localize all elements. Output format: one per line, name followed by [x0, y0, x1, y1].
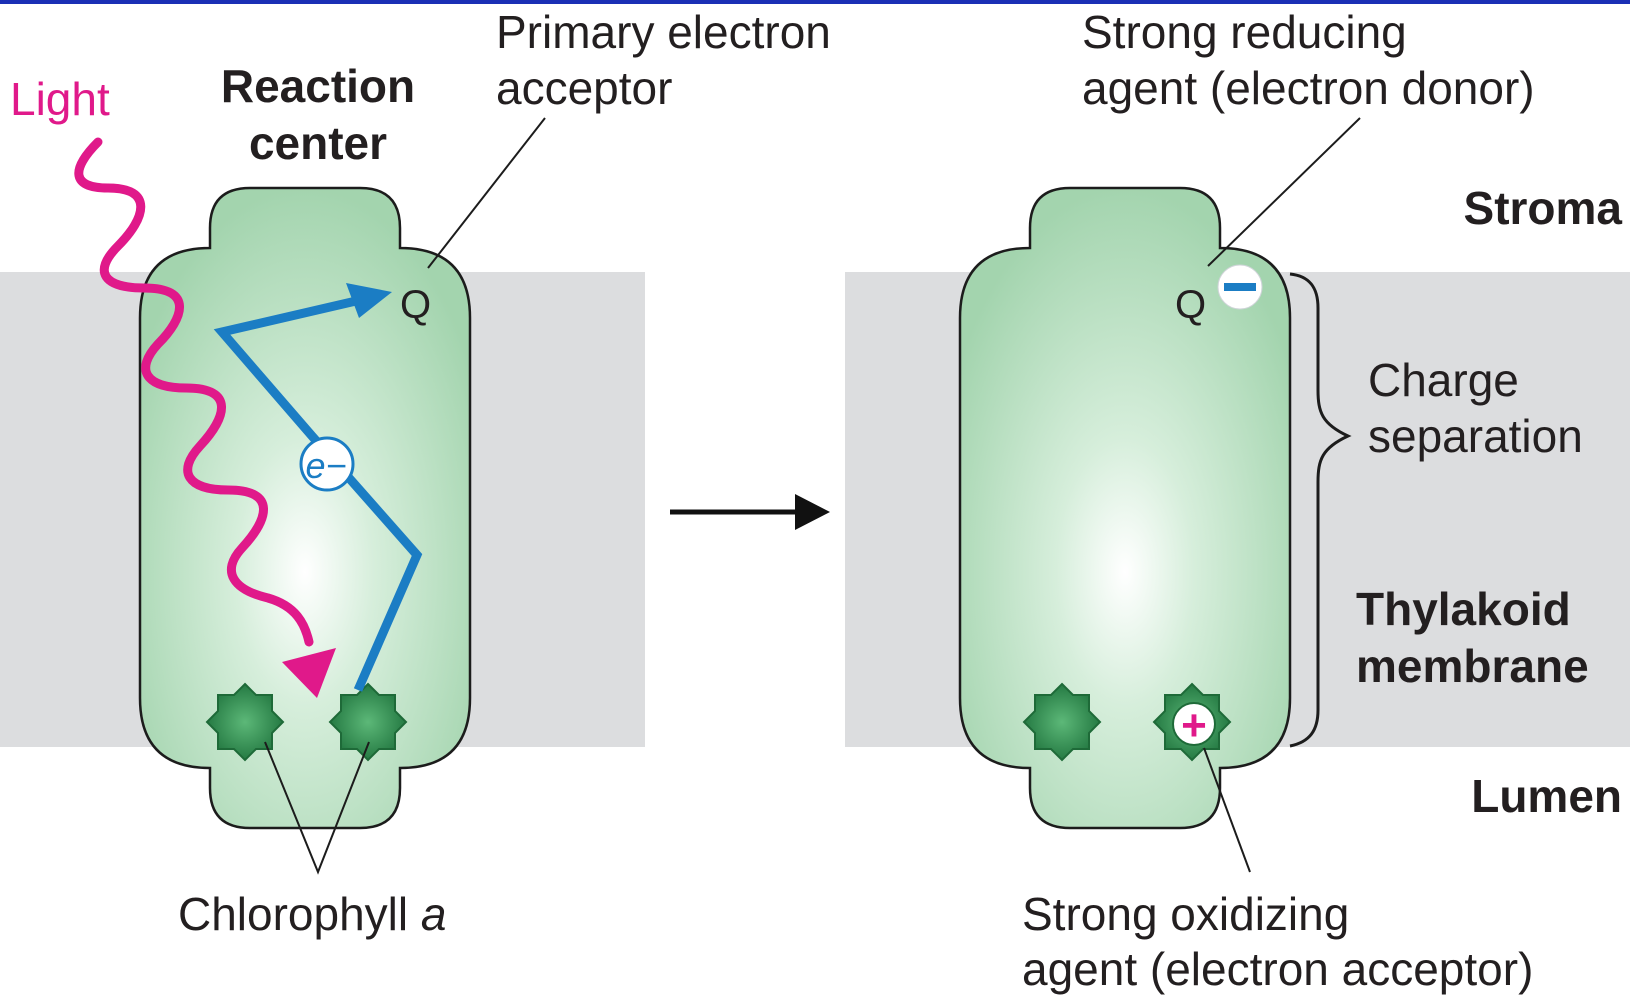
reducing-agent-label-1: Strong reducing — [1082, 6, 1407, 58]
chlorophyll-label: Chlorophyll a — [178, 888, 447, 940]
minus-charge-sign — [1224, 283, 1256, 291]
electron-path — [213, 296, 423, 692]
chlorophyll-right-1 — [1023, 683, 1101, 761]
light-label: Light — [10, 73, 110, 125]
reaction-center-label-1: Reaction — [221, 60, 415, 112]
primary-acceptor-q-right: Q — [1175, 283, 1206, 327]
thylakoid-membrane-label-1: Thylakoid — [1356, 583, 1571, 635]
charge-separation-brace — [1289, 272, 1352, 748]
light-wave-arrowhead — [282, 648, 336, 698]
electron-badge — [299, 436, 355, 492]
primary-acceptor-label-2: acceptor — [496, 62, 672, 114]
lumen-label: Lumen — [1471, 770, 1622, 822]
light-wave — [74, 137, 314, 647]
transition-arrow-head — [795, 494, 830, 530]
chlorophyll-left-2 — [329, 683, 407, 761]
reducing-agent-leader — [1207, 117, 1361, 267]
top-rule — [0, 0, 1630, 4]
thylakoid-membrane-label-2: membrane — [1356, 640, 1589, 692]
electron-path-arrowhead — [346, 283, 392, 318]
chlorophyll-label-text: Chlorophyll — [178, 888, 421, 940]
oxidizing-agent-label-2: agent (electron acceptor) — [1022, 943, 1533, 995]
primary-acceptor-label-1: Primary electron — [496, 6, 831, 58]
chlorophyll-left-1 — [206, 683, 284, 761]
stroma-label: Stroma — [1464, 182, 1623, 234]
plus-charge-sign: + — [1181, 701, 1207, 750]
reaction-center-label-2: center — [249, 117, 387, 169]
primary-acceptor-leader — [427, 117, 546, 269]
charge-separation-label-2: separation — [1368, 410, 1583, 462]
reducing-agent-label-2: agent (electron donor) — [1082, 62, 1535, 114]
chlorophyll-label-italic: a — [421, 888, 447, 940]
electron-symbol: e− — [305, 445, 346, 486]
chlorophyll-leader — [264, 741, 370, 875]
oxidizing-agent-label-1: Strong oxidizing — [1022, 888, 1349, 940]
charge-separation-label-1: Charge — [1368, 354, 1519, 406]
oxidizing-agent-leader — [1203, 747, 1251, 873]
primary-acceptor-q-left: Q — [400, 283, 431, 327]
plus-charge-badge — [1172, 702, 1216, 746]
